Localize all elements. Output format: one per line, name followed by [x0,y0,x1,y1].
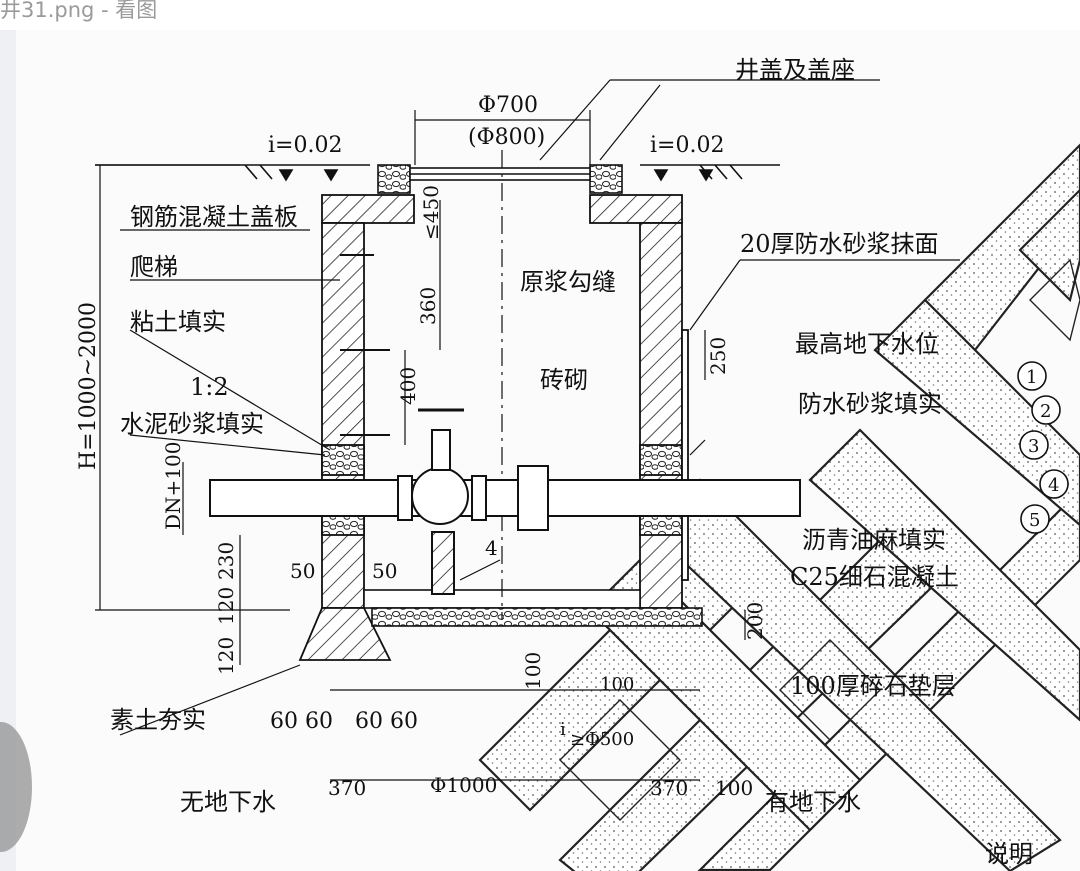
dim-120a: 120 [214,587,238,625]
dimension-lines [95,79,960,781]
callout-4: 4 [1048,475,1059,496]
label-slab: 钢筋混凝土盖板 [130,203,298,231]
label-c25: C25细石混凝土 [790,563,959,591]
label-brick: 砖砌 [540,366,588,394]
dim-100: 100 [521,652,545,690]
label-clay-fill: 粘土填实 [130,308,226,336]
dim-370a: 370 [328,776,366,800]
label-gravel: 100厚碎石垫层 [790,672,956,700]
lattice-watermark [478,143,1080,871]
label-has-water: 有地下水 [765,788,861,816]
window-title: 井31.png - 看图 [0,0,158,22]
dim-450: ≤450 [419,185,443,240]
brick-walls [298,222,689,661]
label-plaster: 20厚防水砂浆抹面 [740,230,939,258]
label-pointing: 原浆勾缝 [520,268,616,296]
label-rammed: 素土夯实 [110,706,206,734]
label-waterproof-fill: 防水砂浆填实 [798,390,942,418]
label-note: 说明 [985,840,1033,868]
callout-5: 5 [1029,510,1040,531]
label-slope-left: i=0.02 [268,133,342,158]
dim-200: 200 [743,602,767,640]
dim-1000: Φ1000 [430,773,497,797]
dim-60b: 60 60 [355,709,418,734]
dim-4: 4 [485,536,498,560]
label-asphalt-fill: 沥青油麻填实 [802,526,946,554]
pipe [209,408,801,595]
label-mortar-fill: 水泥砂浆填实 [120,410,264,438]
ladder-rungs [340,254,390,436]
label-phi700: Φ700 [478,93,538,118]
dim-dn: DN+100 [161,442,185,530]
label-phi800: (Φ800) [468,125,545,150]
callout-circles [1017,361,1069,534]
engineering-drawing: 井盖及盖座 Φ700 (Φ800) i=0.02 i=0.02 钢筋混凝土盖板 … [76,56,1080,871]
viewer-left-edge [0,30,16,871]
label-no-water: 无地下水 [180,788,276,816]
label-cover-seat: 井盖及盖座 [735,56,855,84]
label-slope-right: i=0.02 [650,133,724,158]
callout-3: 3 [1028,436,1039,457]
dim-50a: 50 [290,559,315,583]
title-bar: 井31.png - 看图 [0,0,1080,30]
label-groundwater: 最高地下水位 [795,330,939,358]
dim-50b: 50 [372,559,397,583]
label-mortar-ratio: 1:2 [190,373,229,401]
dim-120b: 120 [214,637,238,675]
callout-2: 2 [1040,401,1051,422]
dim-100c: 100 [600,674,634,695]
dim-height-range: H=1000~2000 [76,302,101,470]
callout-numbers: 1 2 3 4 5 [1026,367,1059,531]
dim-i: i [560,719,566,740]
dim-250: 250 [706,337,730,375]
dim-400: 400 [396,367,420,405]
callout-1: 1 [1026,367,1037,388]
dim-1500: ≥Φ500 [570,729,634,750]
drawing-labels: 井盖及盖座 Φ700 (Φ800) i=0.02 i=0.02 钢筋混凝土盖板 … [76,56,1033,868]
dim-230: 230 [214,542,238,580]
dim-370b: 370 [650,776,688,800]
dim-360: 360 [416,287,440,325]
manhole-cover [377,164,623,194]
dim-100b: 100 [715,776,753,800]
concrete-slab [321,194,683,224]
dim-60a: 60 60 [270,709,333,734]
label-ladder: 爬梯 [130,253,178,281]
